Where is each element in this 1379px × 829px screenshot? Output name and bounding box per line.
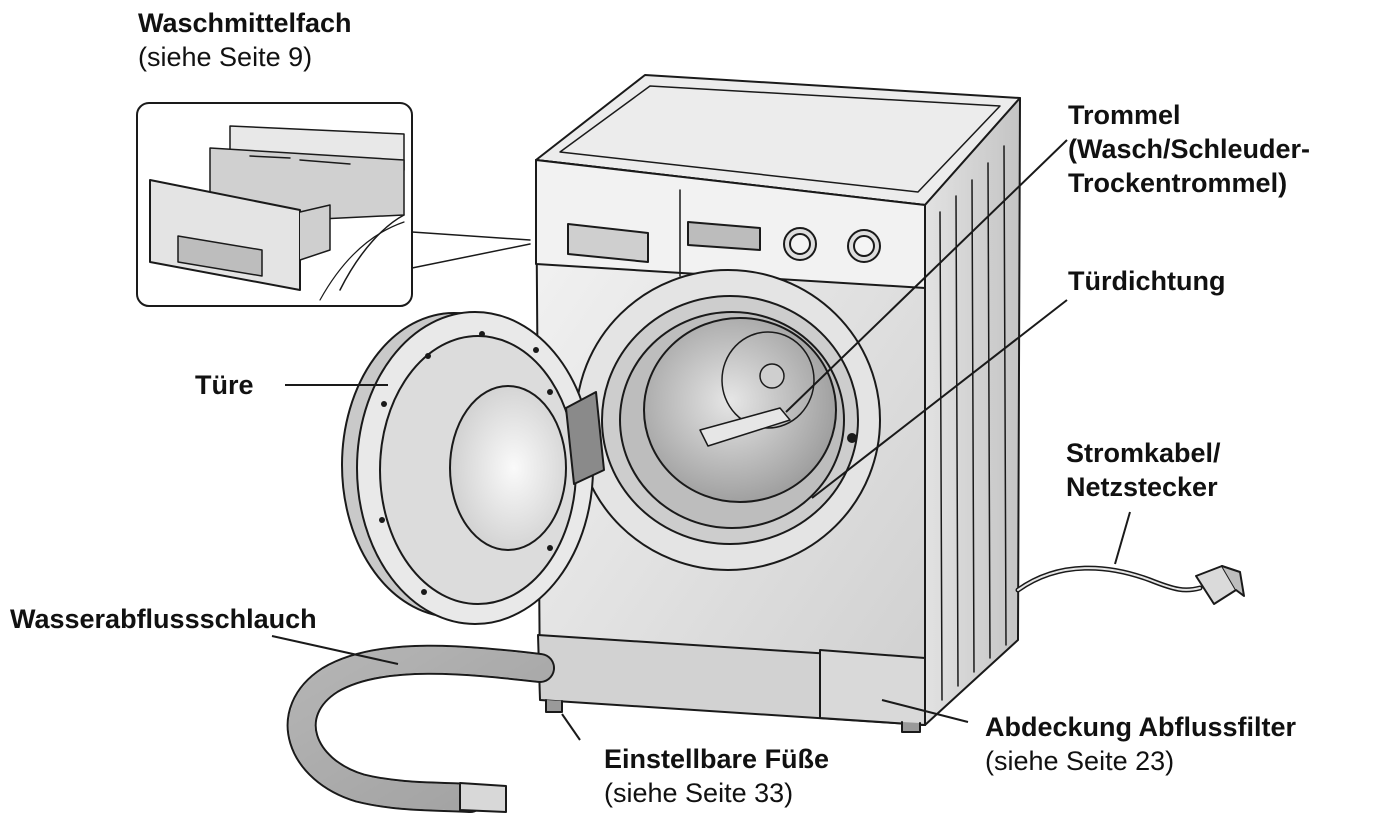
side-ribs — [939, 145, 1007, 701]
label-detergent-drawer: Waschmittelfach (siehe Seite 9) — [138, 6, 352, 74]
right-foot — [901, 721, 921, 733]
inset-pointer — [411, 231, 531, 269]
door-hinge — [565, 391, 605, 485]
detergent-drawer-handle — [567, 223, 649, 263]
leader-filter — [881, 699, 969, 723]
drum-lifter — [699, 407, 791, 447]
leader-feet — [561, 713, 581, 741]
leader-door-seal — [811, 299, 1068, 499]
label-detergent-title: Waschmittelfach — [138, 8, 352, 38]
label-drum-line3: Trockentrommel) — [1068, 168, 1288, 198]
drum — [643, 317, 837, 503]
label-drain-hose-title: Wasserabflussschlauch — [10, 604, 317, 634]
label-drum-line1: Trommel — [1068, 100, 1181, 130]
leader-drum — [785, 139, 1068, 413]
label-power-cable: Stromkabel/ Netzstecker — [1066, 436, 1221, 504]
label-adjustable-feet: Einstellbare Füße (siehe Seite 33) — [604, 742, 829, 810]
label-power-line1: Stromkabel/ — [1066, 438, 1221, 468]
label-power-line2: Netzstecker — [1066, 472, 1218, 502]
label-filter-cover: Abdeckung Abflussfilter (siehe Seite 23) — [985, 710, 1296, 778]
label-door-seal: Türdichtung — [1068, 264, 1225, 298]
label-drain-hose: Wasserabflussschlauch — [10, 602, 317, 636]
label-filter-title: Abdeckung Abflussfilter — [985, 712, 1297, 742]
label-filter-sub: (siehe Seite 23) — [985, 746, 1175, 776]
display — [687, 221, 761, 251]
left-foot — [545, 699, 563, 713]
label-door: Türe — [195, 368, 254, 402]
door-glass — [449, 385, 567, 551]
label-feet-sub: (siehe Seite 33) — [604, 778, 794, 808]
leader-lines — [271, 139, 1131, 741]
label-drum: Trommel (Wasch/Schleuder- Trockentrommel… — [1068, 98, 1310, 200]
top-inner-panel — [559, 85, 1001, 193]
label-feet-title: Einstellbare Füße — [604, 744, 830, 774]
leader-power — [1114, 511, 1131, 565]
hose-end — [459, 782, 507, 813]
filter-cover — [819, 649, 926, 726]
inset-drawer-handle — [177, 235, 263, 277]
label-door-seal-title: Türdichtung — [1068, 266, 1226, 296]
label-door-title: Türe — [195, 370, 254, 400]
label-drum-line2: (Wasch/Schleuder- — [1068, 134, 1311, 164]
leader-drain-hose — [271, 635, 399, 665]
label-detergent-sub: (siehe Seite 9) — [138, 42, 313, 72]
power-cable — [1015, 565, 1203, 593]
